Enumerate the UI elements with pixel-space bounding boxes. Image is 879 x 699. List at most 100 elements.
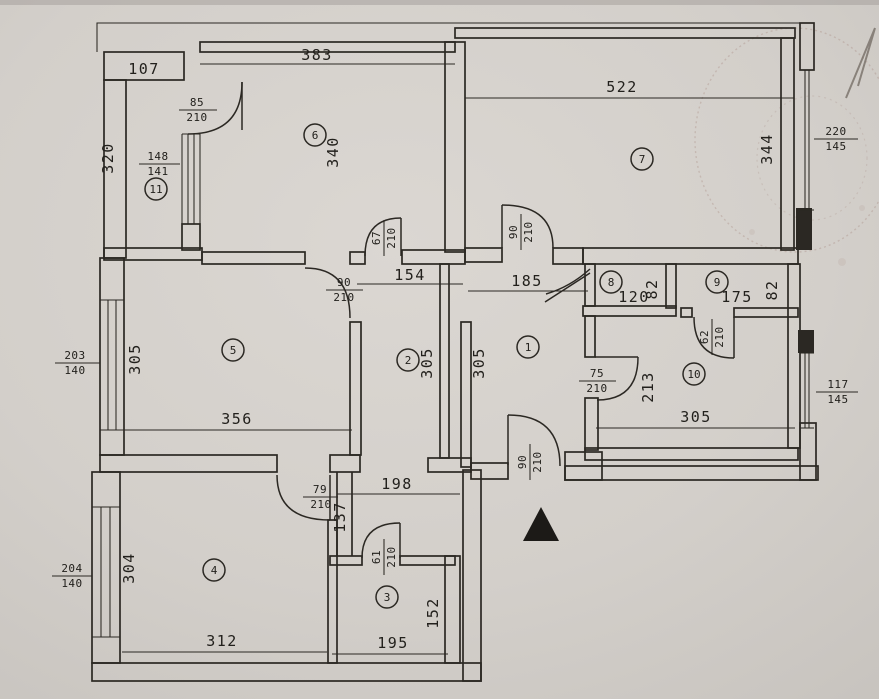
dim-corridor-198: 198 — [381, 475, 413, 493]
room-label-8: 8 — [599, 270, 623, 294]
door-arc-room8 — [544, 268, 591, 303]
svg-text:6: 6 — [312, 129, 319, 142]
svg-text:140: 140 — [61, 577, 82, 590]
room-label-3: 3 — [375, 585, 399, 609]
opening-size-117x145: 117 145 — [816, 378, 858, 406]
opening-size-67x210: 67 210 — [370, 220, 398, 256]
dim-room1-height: 305 — [470, 347, 488, 379]
svg-text:5: 5 — [230, 344, 237, 357]
svg-text:75: 75 — [590, 367, 604, 380]
opening-size-90x210-entrance: 90 210 — [516, 444, 544, 480]
wall-piers — [796, 208, 814, 353]
door-arc-closet — [187, 81, 243, 135]
windows — [92, 69, 814, 638]
room-label-7: 7 — [630, 147, 654, 171]
svg-text:1: 1 — [525, 341, 532, 354]
svg-text:145: 145 — [827, 393, 848, 406]
dim-room9-height: 82 — [763, 279, 781, 300]
door-arc-room9 — [693, 316, 735, 359]
dim-room2-height: 305 — [418, 347, 436, 379]
svg-text:210: 210 — [522, 221, 535, 242]
svg-text:210: 210 — [586, 382, 607, 395]
svg-text:90: 90 — [507, 225, 520, 239]
room-label-6: 6 — [303, 123, 327, 147]
dim-room10-width: 305 — [680, 408, 712, 426]
door-arc-room5 — [304, 267, 351, 319]
dim-room7-width: 522 — [606, 78, 638, 96]
svg-text:220: 220 — [825, 125, 846, 138]
dim-room6-width: 383 — [301, 46, 333, 64]
dimension-labels: 107 383 522 154 185 120 175 305 356 198 … — [99, 46, 781, 652]
svg-text:67: 67 — [370, 231, 383, 245]
svg-text:204: 204 — [61, 562, 82, 575]
svg-text:210: 210 — [531, 451, 544, 472]
room-label-11: 11 — [144, 177, 168, 201]
photo-edge-shadow — [0, 0, 879, 5]
svg-text:117: 117 — [827, 378, 848, 391]
room-label-1: 1 — [516, 335, 540, 359]
opening-size-203x140: 203 140 — [55, 349, 100, 377]
room-label-2: 2 — [396, 348, 420, 372]
svg-text:210: 210 — [385, 546, 398, 567]
svg-text:10: 10 — [687, 368, 700, 381]
svg-text:140: 140 — [64, 364, 85, 377]
door-arc-room6 — [364, 217, 402, 257]
svg-text:210: 210 — [385, 227, 398, 248]
dim-room3-width: 195 — [377, 634, 409, 652]
dim-room5-height: 305 — [126, 343, 144, 375]
svg-text:90: 90 — [337, 276, 351, 289]
svg-text:8: 8 — [608, 276, 615, 289]
room-label-9: 9 — [705, 270, 729, 294]
door-arc-room7 — [501, 204, 554, 249]
door-arc-entrance — [507, 414, 561, 467]
opening-size-220x145: 220 145 — [814, 125, 858, 153]
svg-text:61: 61 — [370, 550, 383, 564]
dim-niche-137: 137 — [331, 501, 349, 533]
opening-size-61x210: 61 210 — [370, 539, 398, 575]
svg-text:210: 210 — [310, 498, 331, 511]
room-label-4: 4 — [202, 558, 226, 582]
opening-size-90x210-room5: 90 210 — [326, 276, 363, 304]
door-arc-room3 — [361, 522, 401, 559]
dim-room4-width: 312 — [206, 632, 238, 650]
opening-size-labels: 85 210 148 141 90 210 75 210 79 210 203 … — [52, 96, 858, 590]
svg-text:210: 210 — [713, 326, 726, 347]
opening-size-204x140: 204 140 — [52, 562, 92, 590]
opening-size-85x210: 85 210 — [179, 96, 217, 124]
entrance-marker-triangle — [523, 507, 559, 541]
svg-text:141: 141 — [147, 165, 168, 178]
svg-text:85: 85 — [190, 96, 204, 109]
svg-text:7: 7 — [639, 153, 646, 166]
dim-closet-height: 320 — [99, 142, 117, 174]
svg-text:210: 210 — [186, 111, 207, 124]
dim-room10-height: 213 — [639, 371, 657, 403]
dim-room3-height: 152 — [424, 597, 442, 629]
door-arc-room10 — [595, 356, 639, 401]
opening-size-90x210-room7: 90 210 — [507, 214, 535, 250]
dim-room8-height: 82 — [643, 278, 661, 299]
dimension-lines — [122, 63, 795, 655]
opening-size-75x210: 75 210 — [579, 367, 616, 395]
dim-room9-width: 175 — [721, 288, 753, 306]
room-number-labels: 1 2 3 4 5 6 7 8 9 10 11 — [144, 123, 729, 609]
svg-text:90: 90 — [516, 455, 529, 469]
doors — [187, 81, 735, 559]
dim-hall-185: 185 — [511, 272, 543, 290]
room-label-5: 5 — [221, 338, 245, 362]
outer-boundary-line — [96, 22, 811, 52]
opening-size-79x210: 79 210 — [303, 483, 338, 511]
opening-size-148x141: 148 141 — [139, 150, 180, 178]
dim-closet-width: 107 — [128, 60, 160, 78]
svg-text:4: 4 — [211, 564, 218, 577]
room-label-10: 10 — [682, 362, 706, 386]
svg-text:62: 62 — [698, 330, 711, 344]
stamp-arrow-mark — [845, 27, 876, 99]
svg-text:210: 210 — [333, 291, 354, 304]
svg-text:148: 148 — [147, 150, 168, 163]
dim-room5-width: 356 — [221, 410, 253, 428]
svg-text:2: 2 — [405, 354, 412, 367]
svg-text:203: 203 — [64, 349, 85, 362]
svg-text:79: 79 — [313, 483, 327, 496]
